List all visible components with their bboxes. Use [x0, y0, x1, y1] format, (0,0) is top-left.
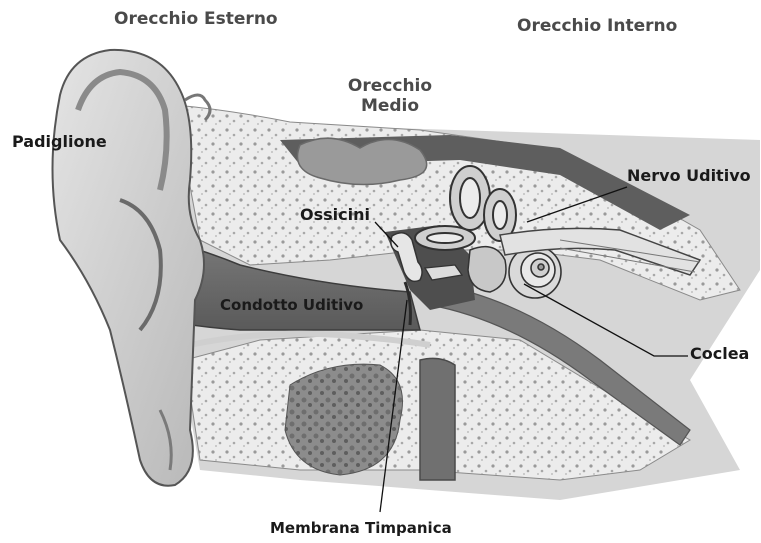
label-orecchio-esterno: Orecchio Esterno: [114, 10, 278, 30]
label-orecchio-medio-line2: Medio: [330, 97, 450, 117]
vestibule: [468, 247, 506, 292]
label-padiglione: Padiglione: [12, 133, 107, 151]
label-orecchio-interno: Orecchio Interno: [517, 17, 677, 37]
label-coclea: Coclea: [690, 345, 749, 363]
label-ossicini: Ossicini: [300, 206, 370, 224]
label-nervo-uditivo: Nervo Uditivo: [627, 167, 751, 185]
label-orecchio-medio: Orecchio Medio: [330, 77, 450, 116]
label-membrana-timpanica: Membrana Timpanica: [270, 520, 452, 537]
label-condotto-uditivo: Condotto Uditivo: [220, 297, 363, 314]
label-orecchio-medio-line1: Orecchio: [330, 77, 450, 97]
pinna: [53, 50, 205, 486]
carotid-canal: [420, 358, 455, 480]
